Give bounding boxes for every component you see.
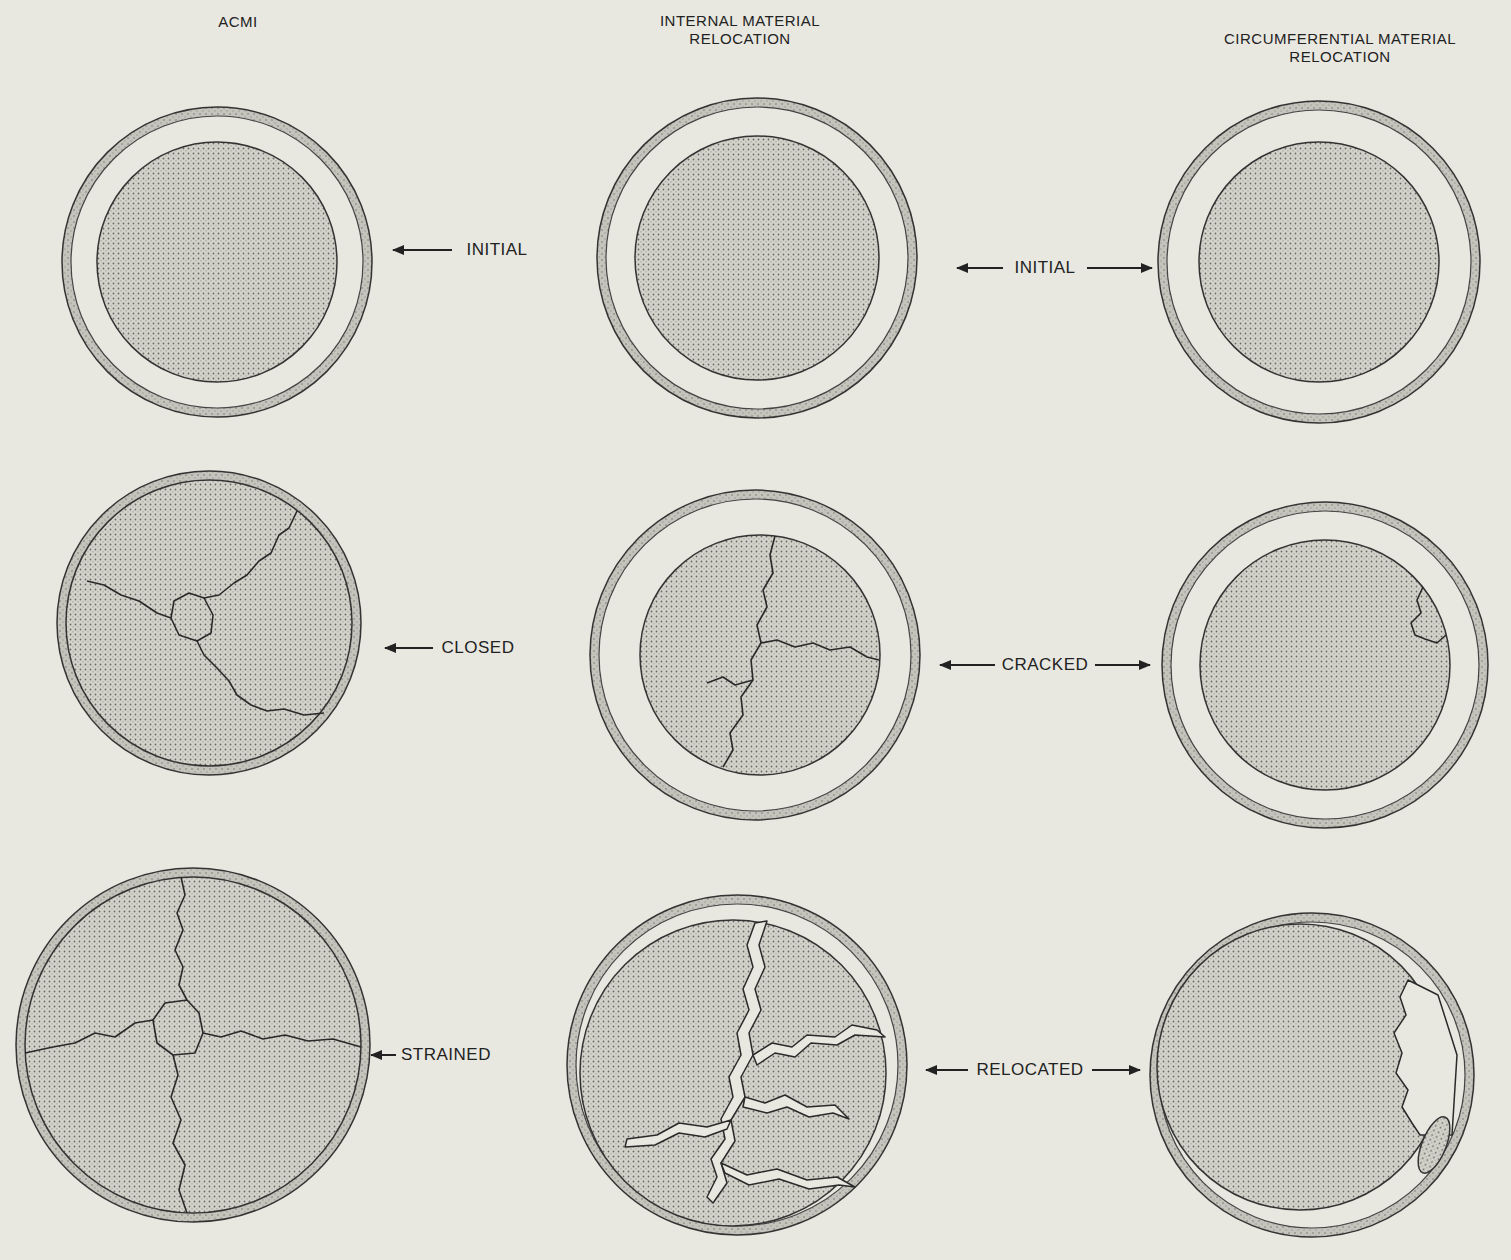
state-label: CLOSED [439,637,518,659]
state-label: STRAINED [398,1044,494,1066]
fuel-rod-cracked [1162,502,1488,828]
fuel-rod-initial [597,98,917,418]
fuel-rod-initial [1158,101,1480,423]
column-heading: ACMI [215,12,261,32]
fuel-rod-closed [57,471,361,775]
fuel-rod-initial [62,107,372,417]
state-label: CRACKED [999,654,1092,676]
fuel-rod-strained [16,868,370,1222]
column-heading: INTERNAL MATERIAL RELOCATION [632,11,848,49]
fuel-rod-relocated [567,895,907,1235]
fuel-rod-cracked [590,490,920,820]
state-label: INITIAL [1011,257,1078,279]
state-label: RELOCATED [973,1059,1086,1081]
state-label: INITIAL [463,239,530,261]
pellet-fragment [1412,1113,1457,1178]
fuel-rod-relocated [1150,913,1474,1237]
column-heading: CIRCUMFERENTIAL MATERIAL RELOCATION [1217,29,1463,67]
leader-arrows [371,250,1152,1070]
